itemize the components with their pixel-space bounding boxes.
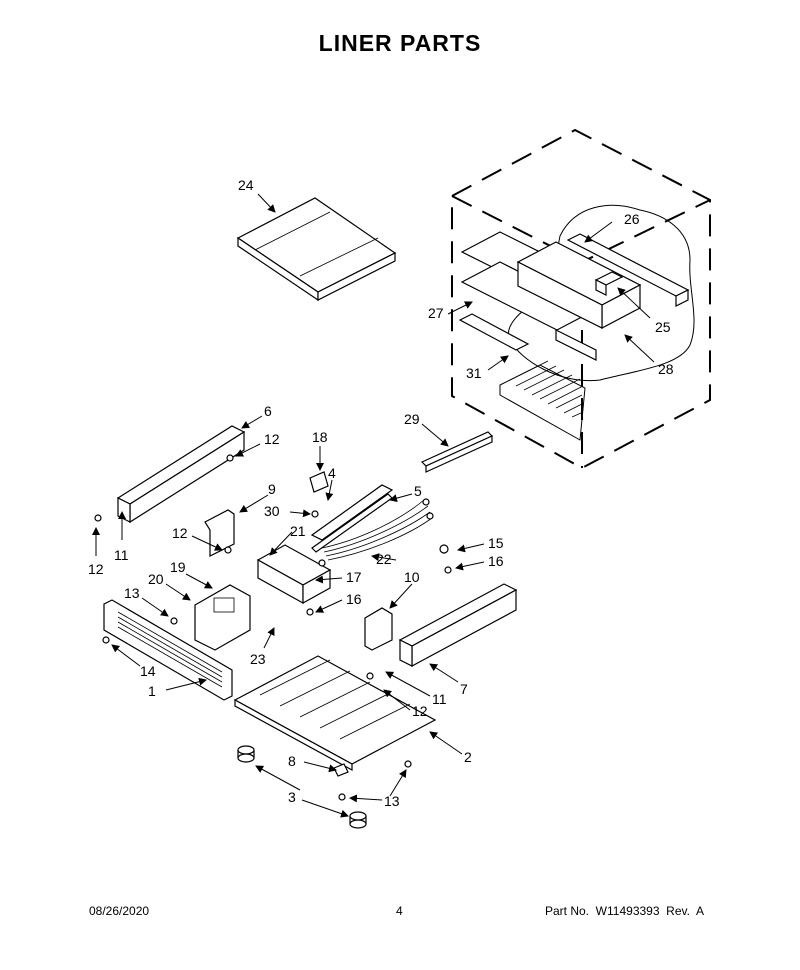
- callout-28: 28: [658, 361, 674, 377]
- callout-18: 18: [312, 429, 328, 445]
- callout-31: 31: [466, 365, 482, 381]
- footer-part-number: Part No. W11493393 Rev. A: [545, 904, 704, 918]
- callout-19: 19: [170, 559, 186, 575]
- callout-6: 6: [264, 403, 272, 419]
- part-6-left-rail: [116, 425, 246, 524]
- part-29-strip: [420, 431, 494, 473]
- callout-20: 20: [148, 571, 164, 587]
- footer-page-number: 4: [396, 904, 403, 918]
- screws: [94, 454, 452, 801]
- callout-15: 15: [488, 535, 504, 551]
- part-9-bracket: [204, 509, 235, 557]
- callout-3: 3: [288, 789, 296, 805]
- callout-25: 25: [655, 319, 671, 335]
- callout-12c: 12: [88, 561, 104, 577]
- callout-13a: 13: [124, 585, 140, 601]
- callout-14: 14: [140, 663, 156, 679]
- callout-24: 24: [238, 177, 254, 193]
- callout-30: 30: [264, 503, 280, 519]
- callout-1: 1: [148, 683, 156, 699]
- part-24-top-panel: [236, 197, 397, 302]
- callout-16b: 16: [346, 591, 362, 607]
- cabinet-internal-assembly: [458, 231, 690, 441]
- callout-27: 27: [428, 305, 444, 321]
- callout-4: 4: [328, 465, 336, 481]
- callout-13b: 13: [384, 793, 400, 809]
- callout-22: 22: [376, 551, 392, 567]
- part-1-front-grille: [103, 599, 233, 701]
- leader-lines: [92, 193, 655, 818]
- part-10-bracket: [364, 607, 393, 651]
- callout-5: 5: [414, 483, 422, 499]
- page-title: LINER PARTS: [318, 30, 482, 56]
- callout-23: 23: [250, 651, 266, 667]
- callout-12a: 12: [264, 431, 280, 447]
- part-4-gasket: [310, 484, 394, 553]
- callout-8: 8: [288, 753, 296, 769]
- callout-12b: 12: [172, 525, 188, 541]
- part-3-foot: [237, 745, 255, 763]
- callout-11b: 11: [432, 691, 447, 707]
- callout-16a: 16: [488, 553, 504, 569]
- callout-21: 21: [290, 523, 306, 539]
- part-18-clip: [309, 471, 329, 493]
- part-8-clip: [333, 763, 349, 777]
- callout-labels: 24 26 25 27 28 31 6 12 29 18 4 5 9 30 21…: [88, 177, 674, 809]
- callout-7: 7: [460, 681, 468, 697]
- oven-rack-grid: [499, 360, 586, 441]
- part-7-right-rail: [398, 583, 518, 668]
- callout-12d: 12: [412, 703, 428, 719]
- callout-11a: 11: [114, 547, 129, 563]
- footer-date: 08/26/2020: [89, 904, 150, 918]
- callout-17: 17: [346, 569, 362, 585]
- part-17-junction-box: [256, 544, 332, 605]
- callout-26: 26: [624, 211, 640, 227]
- part-3-foot: [349, 811, 367, 829]
- part-19-control-board: [194, 584, 251, 651]
- part-2-bottom-plate: [233, 655, 437, 772]
- part-22-wire-harness: [321, 498, 434, 561]
- callout-9: 9: [268, 481, 276, 497]
- callout-29: 29: [404, 411, 420, 427]
- callout-10: 10: [404, 569, 420, 585]
- callout-2: 2: [464, 749, 472, 765]
